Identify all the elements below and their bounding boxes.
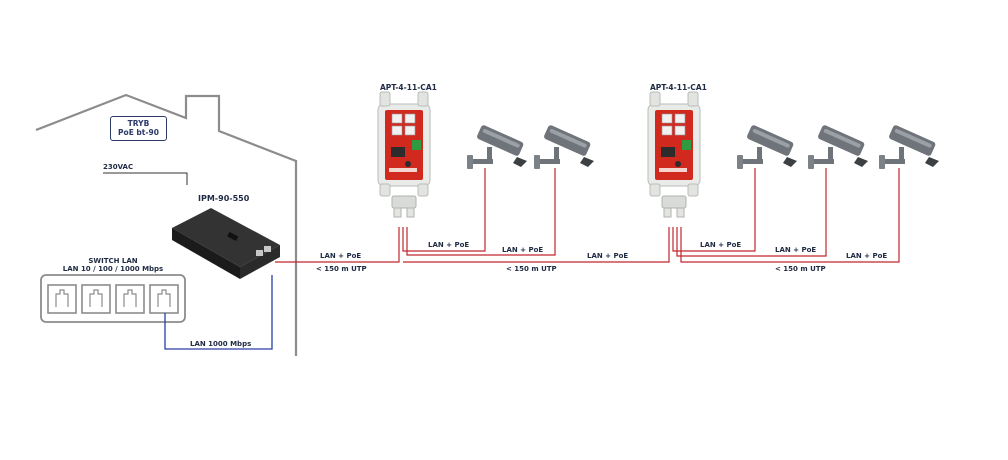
uplink-1-label: LAN + PoE	[320, 252, 362, 260]
camera-2	[534, 124, 594, 169]
poe-link-cam1	[402, 168, 486, 252]
poe-link-uplink-1	[275, 227, 400, 263]
cam1-link-label: LAN + PoE	[428, 241, 470, 249]
cam5-link-label: LAN + PoE	[846, 252, 888, 260]
mode-box: TRYB PoE bt-90	[110, 116, 167, 141]
distance-1-label: < 150 m UTP	[316, 265, 367, 273]
mode-line-1: TRYB	[127, 118, 150, 128]
injector-label: IPM-90-550	[198, 194, 250, 203]
cam4-link-label: LAN + PoE	[775, 246, 817, 254]
uplink-2-label: LAN + PoE	[587, 252, 629, 260]
box-1-label: APT-4-11-CA1	[380, 83, 437, 92]
distance-3-label: < 150 m UTP	[775, 265, 826, 273]
injector-device	[172, 208, 280, 279]
junction-box-1	[377, 91, 431, 218]
poe-link-cam3	[672, 168, 756, 252]
box-2-label: APT-4-11-CA1	[650, 83, 707, 92]
camera-1	[467, 124, 527, 169]
distance-2-label: < 150 m UTP	[506, 265, 557, 273]
switch-title: SWITCH LAN	[88, 257, 138, 265]
mode-line-2: PoE bt-90	[118, 127, 159, 137]
house-outline	[35, 93, 298, 356]
camera-5	[879, 124, 939, 169]
camera-4	[808, 124, 868, 169]
switch-device	[40, 274, 186, 323]
camera-3	[737, 124, 797, 169]
power-label: 230VAC	[103, 163, 134, 171]
junction-box-2	[647, 91, 701, 218]
poe-link-cam2	[406, 168, 556, 256]
poe-link-uplink-2	[403, 227, 670, 263]
lan-1000-label: LAN 1000 Mbps	[190, 340, 252, 348]
switch-subtitle: LAN 10 / 100 / 1000 Mbps	[62, 265, 164, 273]
power-cable	[103, 172, 188, 185]
lan-link-switch	[164, 275, 273, 350]
poe-link-cam5	[680, 168, 900, 263]
cam2-link-label: LAN + PoE	[502, 246, 544, 254]
cam3-link-label: LAN + PoE	[700, 241, 742, 249]
poe-link-cam4	[676, 168, 827, 257]
